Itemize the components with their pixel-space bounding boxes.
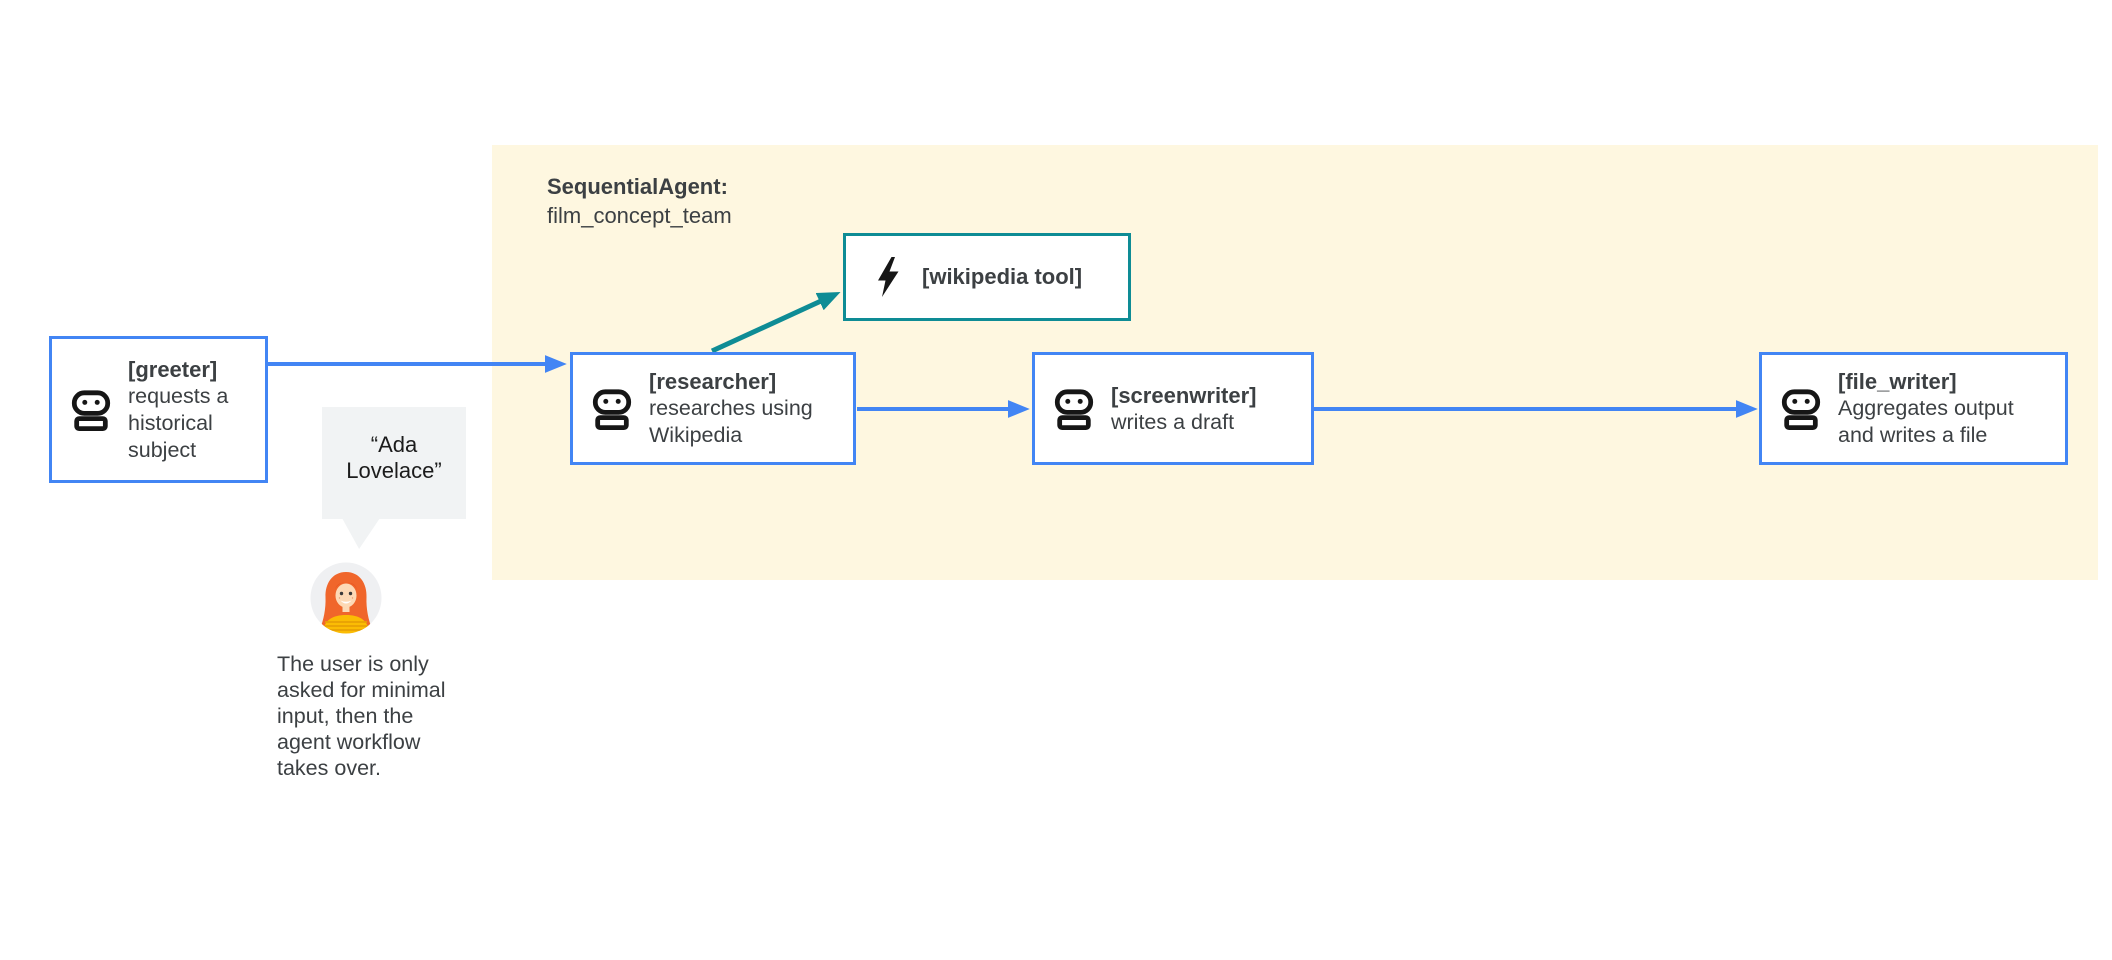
speech-bubble-text: “Ada Lovelace” (346, 432, 442, 483)
node-name: [researcher] (649, 369, 777, 394)
user-caption: The user is only asked for minimal input… (277, 652, 446, 780)
user-avatar (310, 562, 382, 634)
robot-icon (592, 388, 632, 430)
speech-bubble: “Ada Lovelace” (322, 407, 466, 549)
node-name: [screenwriter] (1111, 382, 1257, 408)
node-name: [greeter] (128, 356, 218, 382)
node-description: requests a historical subject (128, 383, 229, 462)
node-file-writer: [file_writer] Aggregates output and writ… (1759, 352, 2068, 465)
robot-icon (1781, 388, 1821, 430)
node-description: writes a draft (1111, 409, 1235, 434)
robot-icon (1054, 388, 1094, 430)
group-title: SequentialAgent: (547, 174, 728, 199)
robot-icon (71, 389, 111, 431)
node-screenwriter: [screenwriter] writes a draft (1032, 352, 1314, 465)
node-description: researches using Wikipedia (649, 396, 813, 447)
tool-name: [wikipedia tool] (922, 264, 1083, 289)
lightning-bolt-icon (878, 257, 899, 297)
sequential-agent-label: SequentialAgent: film_concept_team (547, 172, 732, 230)
group-subtitle: film_concept_team (547, 203, 732, 228)
node-description: Aggregates output and writes a file (1838, 396, 2014, 447)
speech-bubble-tail (342, 518, 380, 549)
node-researcher: [researcher] researches using Wikipedia (570, 352, 856, 465)
node-wikipedia-tool: [wikipedia tool] (843, 233, 1131, 321)
node-greeter: [greeter] requests a historical subject (49, 336, 268, 483)
node-name: [file_writer] (1838, 369, 1957, 394)
